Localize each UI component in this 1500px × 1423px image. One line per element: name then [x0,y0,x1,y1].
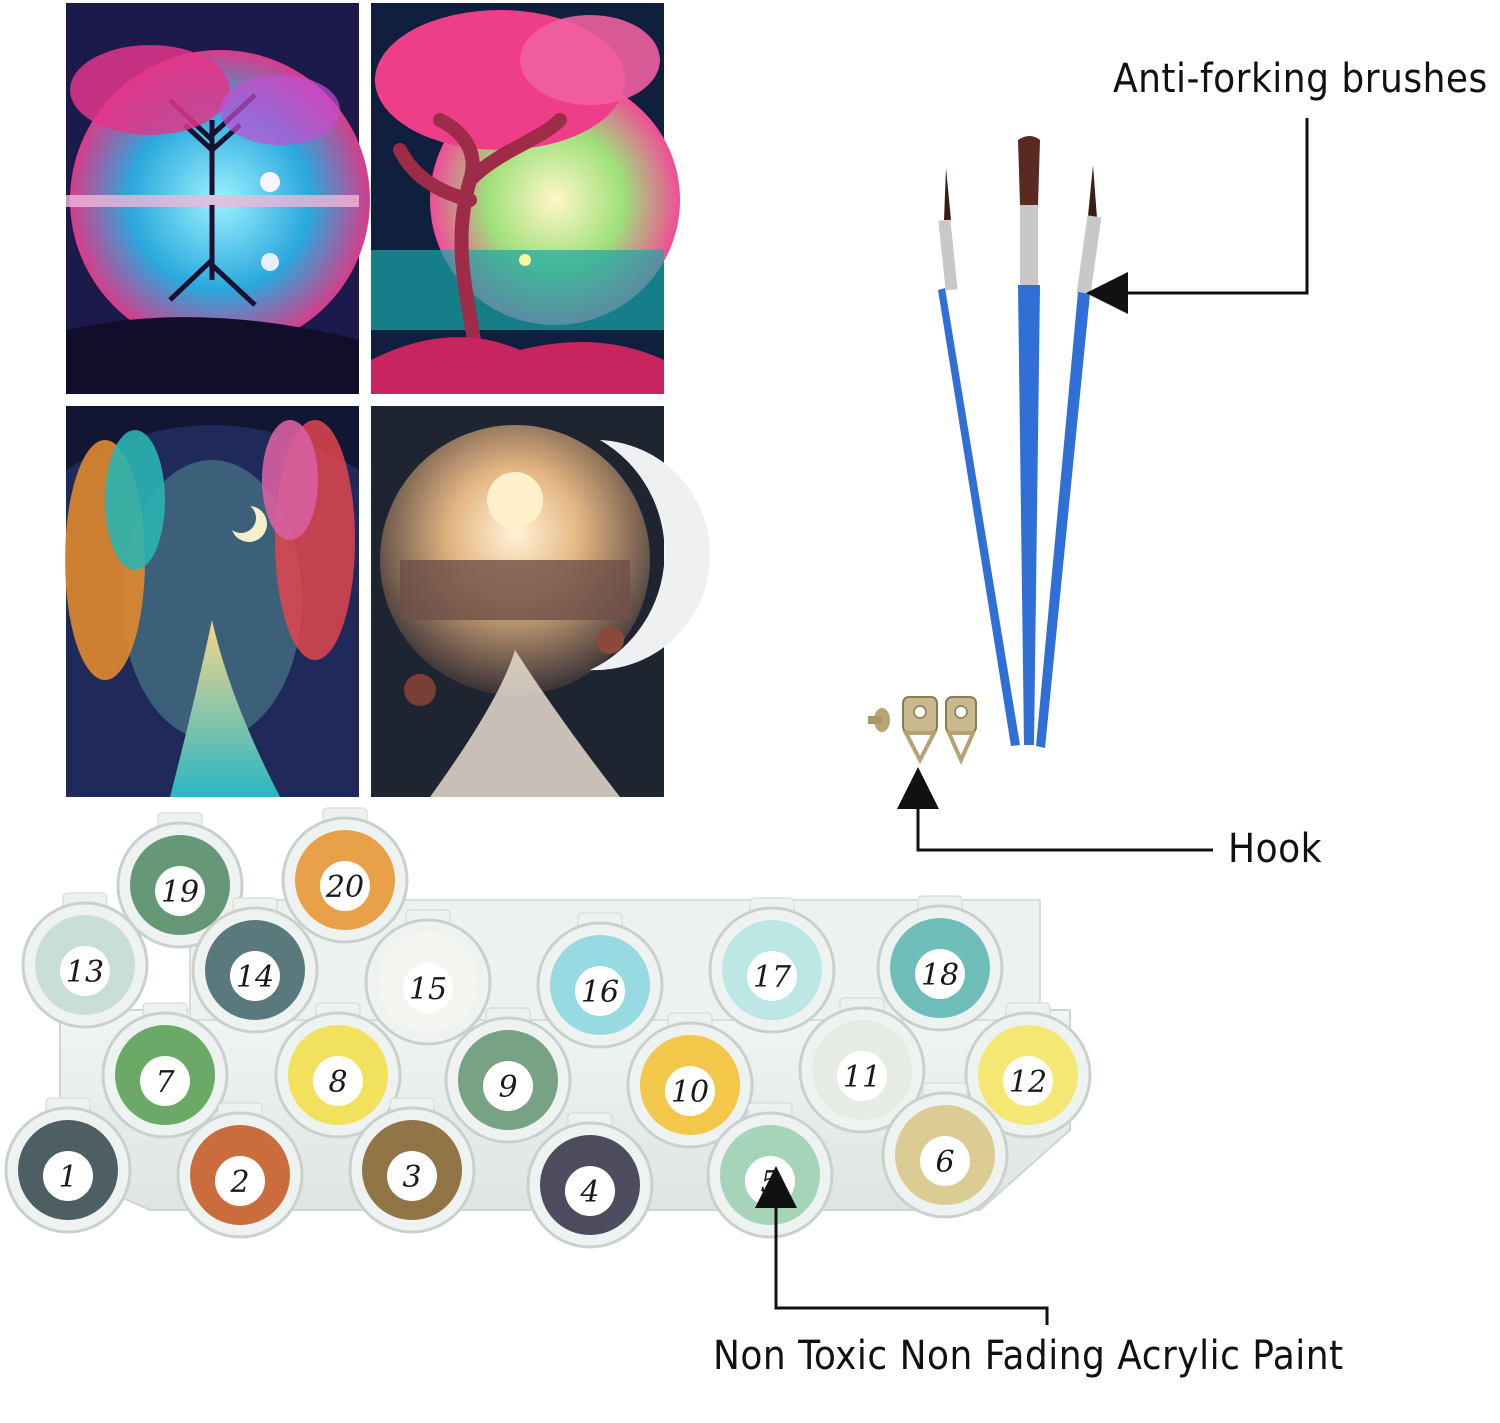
hook-label: Hook [1228,826,1322,872]
paint-cup-number: 8 [328,1065,347,1100]
paint-cup-15: 15 [364,909,492,1046]
paint-cup-11: 11 [798,997,926,1134]
paint-cup-number: 18 [921,958,959,993]
paint-cup-number: 10 [671,1075,709,1110]
paint-cup-number: 16 [581,975,619,1010]
paint-cup-number: 17 [753,960,792,995]
forest-river-crescent-painting [65,406,359,797]
paint-cup-number: 7 [155,1065,175,1100]
paint-cup-16: 16 [536,912,664,1049]
paint-cup-number: 4 [579,1175,599,1210]
paint-cup-number: 3 [402,1160,421,1195]
hook-callout [897,767,1213,852]
paint-cup-number: 19 [161,875,199,910]
paint-cup-19: 19 [116,812,244,949]
brush-middle [1018,136,1040,745]
paint-cup-number: 6 [935,1145,954,1180]
paint-cup-7: 7 [101,1002,229,1139]
brushes-callout [1086,118,1309,314]
moon-sea-crescent-painting [371,406,711,797]
paint-cup-number: 12 [1009,1065,1047,1100]
paint-cup-number: 20 [325,870,364,905]
paint-cup-12: 12 [964,1002,1092,1139]
paint-cup-number: 1 [58,1160,77,1195]
paint-cup-4: 4 [526,1112,654,1249]
paint-cup-17: 17 [708,897,836,1034]
paint-cup-8: 8 [274,1002,402,1139]
paint-cup-number: 15 [409,972,447,1007]
pink-blossom-tree-moon-painting [371,3,680,394]
hook-set [868,696,977,765]
paint-cup-number: 13 [66,955,104,990]
paint-cup-18: 18 [876,895,1004,1032]
paint-cup-20: 20 [281,807,409,944]
tree-reflection-moon-painting [66,3,370,394]
paint-cup-number: 2 [229,1165,249,1200]
paint-cup-1: 1 [4,1097,132,1234]
paint-cup-number: 11 [843,1060,881,1095]
paint-cup-6: 6 [881,1082,1009,1219]
brush-right [1036,165,1102,748]
paint-cup-10: 10 [626,1012,754,1149]
paint-cup-3: 3 [348,1097,476,1234]
paint-cup-number: 14 [236,960,274,995]
screw [868,708,890,732]
paint-cup-14: 14 [191,897,319,1034]
paint-cup-9: 9 [444,1007,572,1144]
paint-callout [755,1166,1049,1325]
paint-cup-13: 13 [21,892,149,1029]
anti-forking-brushes-label: Anti-forking brushes [1113,56,1488,102]
paint-cup-number: 9 [498,1070,517,1105]
brush-left [938,168,1020,746]
paint-cup-2: 2 [176,1102,304,1239]
acrylic-paint-label: Non Toxic Non Fading Acrylic Paint [713,1333,1344,1379]
